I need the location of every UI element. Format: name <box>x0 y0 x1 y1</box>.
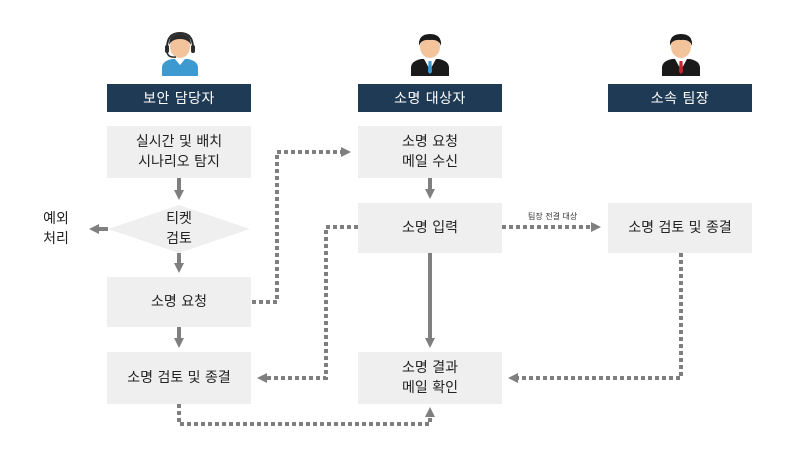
node-text: 소명 입력 <box>402 220 458 236</box>
node-text-line: 검토 <box>166 231 192 247</box>
node-result-email-check: 소명 결과 메일 확인 <box>358 352 502 404</box>
ticket-review-diamond <box>108 205 250 253</box>
node-text-line: 시나리오 탐지 <box>138 154 220 170</box>
node-text: 소명 요청 <box>151 294 207 310</box>
node-text-line: 소명 결과 <box>402 360 458 376</box>
node-text-line: 처리 <box>43 231 69 247</box>
actor-header-team-leader: 소속 팀장 <box>608 84 752 112</box>
node-ticket-review: 티켓 검토 <box>140 207 218 251</box>
employee-blue-tie-icon <box>411 34 449 76</box>
node-text: 소명 검토 및 종결 <box>127 370 231 386</box>
actor-header-security-officer: 보안 담당자 <box>107 84 251 112</box>
dotted-input-to-review <box>257 225 358 383</box>
node-request-email-received: 소명 요청 메일 수신 <box>358 126 502 178</box>
node-explanation-input: 소명 입력 <box>358 203 502 253</box>
node-exception-handling: 예외 처리 <box>30 207 82 251</box>
node-security-review-close: 소명 검토 및 종결 <box>107 352 251 404</box>
dotted-request-to-email <box>252 147 351 304</box>
edge-label-leader-approval: 팀장 전결 대상 <box>528 212 578 221</box>
node-text-line: 예외 <box>43 211 69 227</box>
dotted-leader-to-result <box>508 253 683 383</box>
headset-operator-icon <box>162 31 198 76</box>
manager-red-tie-icon <box>662 34 700 76</box>
dotted-review-to-result <box>177 404 435 426</box>
node-explanation-request: 소명 요청 <box>107 277 251 327</box>
node-text-line: 실시간 및 배치 <box>135 134 223 150</box>
actor-label: 소명 대상자 <box>394 91 466 107</box>
node-text-line: 메일 수신 <box>402 154 458 170</box>
node-scenario-detection: 실시간 및 배치 시나리오 탐지 <box>107 126 251 178</box>
actor-label: 소속 팀장 <box>650 91 710 107</box>
node-text: 소명 검토 및 종결 <box>628 220 732 236</box>
node-text-line: 메일 확인 <box>402 380 458 396</box>
actor-label: 보안 담당자 <box>143 91 215 107</box>
node-leader-review-close: 소명 검토 및 종결 <box>608 203 752 253</box>
node-text-line: 티켓 <box>166 211 192 227</box>
node-text-line: 소명 요청 <box>402 134 458 150</box>
actor-header-subject: 소명 대상자 <box>358 84 502 112</box>
